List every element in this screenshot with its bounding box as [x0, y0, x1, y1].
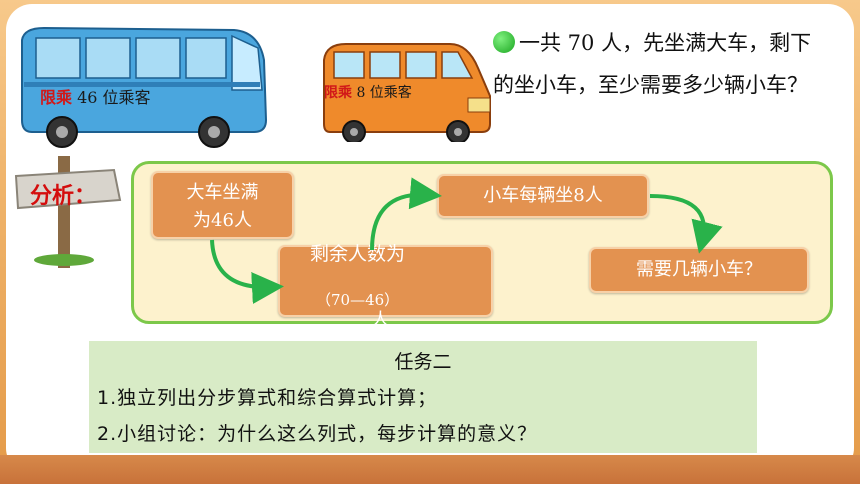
task-title: 任务二	[394, 351, 452, 373]
small-bus-label: 限乘 8 位乘客	[324, 85, 412, 101]
big-bus-full-box: 大车坐满 为46人	[151, 171, 294, 239]
big-bus-label: 限乘 46 位乘客	[40, 88, 151, 107]
small-bus-illustration	[323, 43, 491, 142]
task-line-1: 1.独立列出分步算式和综合算式计算；	[97, 387, 438, 409]
arrow-small-to-need	[649, 194, 723, 254]
small-bus-each-box: 小车每辆坐8人	[437, 174, 649, 218]
analysis-label: 分析：	[30, 183, 97, 209]
big-bus-illustration	[21, 26, 268, 148]
arrow-remaining-to-small	[370, 177, 442, 251]
need-small-buses-box: 需要几辆小车？	[589, 247, 809, 293]
arrow-big-to-remaining	[210, 239, 284, 305]
task-line-2: 2.小组讨论：为什么这么列式，每步计算的意义？	[97, 423, 538, 445]
problem-statement: 一共 70 人，先坐满大车，剩下的坐小车，至少需要多少辆小车？	[493, 31, 812, 97]
bottom-decoration	[0, 455, 860, 484]
remaining-people-box: 剩余人数为 （70—46） 人	[278, 243, 493, 330]
green-bullet-icon	[493, 31, 515, 53]
task-box: 任务二 1.独立列出分步算式和综合算式计算； 2.小组讨论：为什么这么列式，每步…	[89, 341, 757, 453]
wooden-sign-icon	[14, 156, 122, 268]
